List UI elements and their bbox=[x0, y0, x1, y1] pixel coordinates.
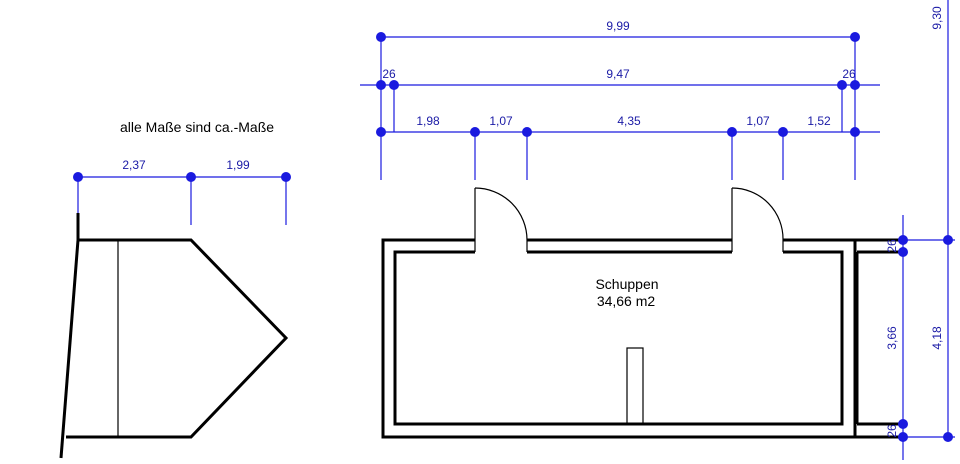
left-structure bbox=[59, 213, 289, 459]
dim-point bbox=[898, 247, 908, 257]
dim-right-inner: 26 3,66 26 bbox=[885, 215, 908, 460]
dim-point bbox=[73, 172, 83, 182]
dim-segment-label: 1,98 bbox=[416, 114, 440, 128]
dim-point bbox=[898, 419, 908, 429]
dim-right-outer: 4,18 9,30 bbox=[903, 0, 955, 442]
dim-inner-label: 9,47 bbox=[606, 67, 630, 81]
dim-total-height-label: 9,30 bbox=[930, 6, 944, 30]
room-name: Schuppen bbox=[595, 276, 658, 292]
dim-point bbox=[281, 172, 291, 182]
dim-point bbox=[943, 432, 953, 442]
dim-overall: 9,99 bbox=[376, 19, 860, 42]
dim-point bbox=[186, 172, 196, 182]
extension-lines-top bbox=[380, 37, 856, 180]
dim-segment-label: 1,07 bbox=[489, 114, 513, 128]
dim-segment-label: 1,52 bbox=[807, 114, 831, 128]
dim-right-outer-label: 4,18 bbox=[930, 326, 944, 350]
dim-segments: 1,98 1,07 4,35 1,07 1,52 bbox=[376, 114, 880, 137]
dim-wall-right-label: 26 bbox=[842, 67, 856, 81]
dim-left-label: 1,99 bbox=[226, 158, 250, 172]
dim-wall-top-label: 26 bbox=[885, 239, 899, 253]
dim-inner: 9,47 26 26 bbox=[360, 67, 880, 90]
door-right bbox=[731, 187, 784, 252]
post bbox=[626, 347, 644, 425]
dim-segment-label: 1,07 bbox=[746, 114, 770, 128]
note-text: alle Maße sind ca.-Maße bbox=[120, 119, 274, 135]
dim-wall-left-label: 26 bbox=[382, 67, 396, 81]
dim-point bbox=[943, 235, 953, 245]
room-area: 34,66 m2 bbox=[597, 293, 656, 309]
dim-overall-label: 9,99 bbox=[606, 19, 630, 33]
dim-left-label: 2,37 bbox=[122, 158, 146, 172]
dim-segment-label: 4,35 bbox=[617, 114, 641, 128]
dim-wall-bottom-label: 26 bbox=[885, 424, 899, 438]
door-left bbox=[474, 187, 528, 252]
dim-right-inner-label: 3,66 bbox=[885, 326, 899, 350]
dim-left: 2,37 1,99 bbox=[73, 158, 291, 225]
building-schuppen: Schuppen 34,66 m2 bbox=[381, 187, 903, 439]
